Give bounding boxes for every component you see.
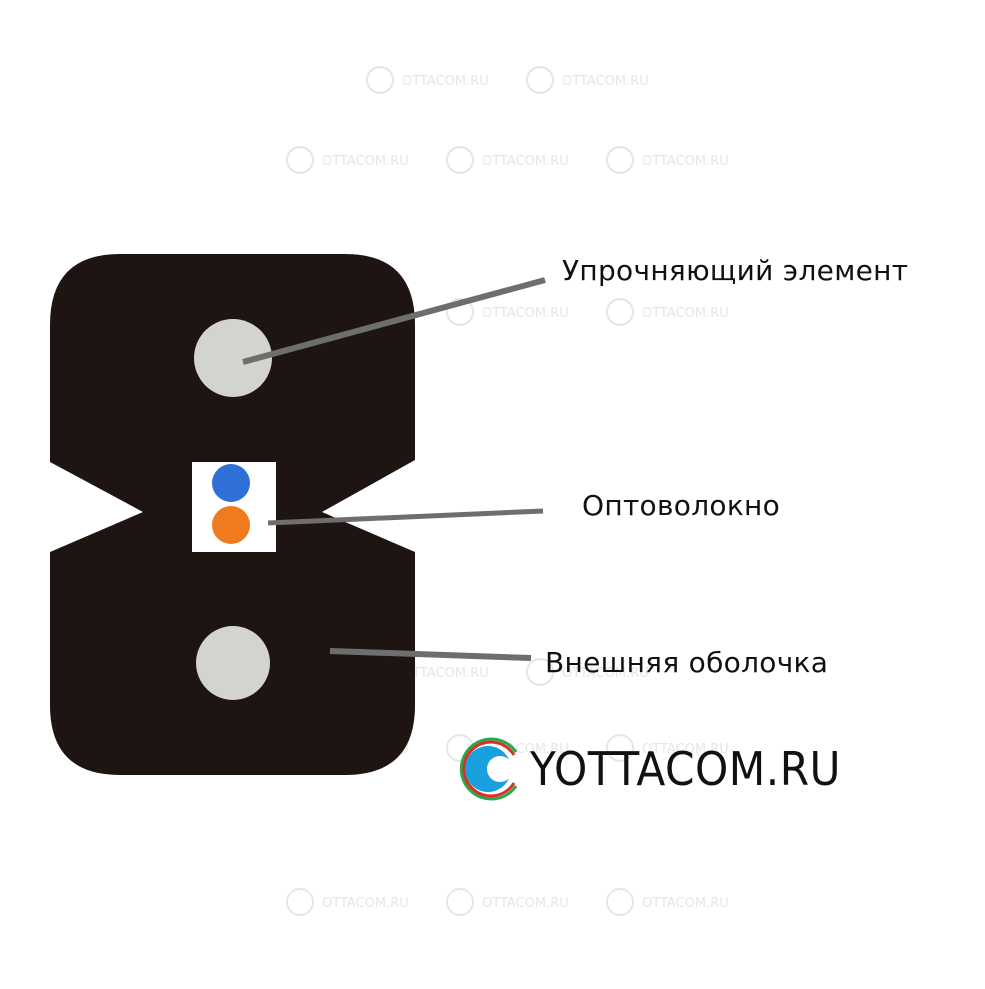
watermark-text: OTTACOM.RU: [562, 74, 649, 89]
watermark-mark: OTTACOM.RU: [286, 146, 409, 174]
watermark-layer: OTTACOM.RU OTTACOM.RU OTTACOM.RU OTTACOM.RU…: [286, 66, 729, 916]
watermark-logo-icon: [286, 146, 314, 174]
watermark-text: OTTACOM.RU: [642, 896, 729, 911]
watermark-logo-icon: [606, 298, 634, 326]
watermark-logo-icon: [286, 888, 314, 916]
watermark-logo-icon: [366, 66, 394, 94]
watermark-logo-icon: [446, 888, 474, 916]
label-outer-sheath: Внешняя оболочка: [545, 646, 829, 679]
leader-line-outer-sheath: [329, 648, 532, 661]
watermark-mark: OTTACOM.RU: [606, 298, 729, 326]
label-optical-fiber: Оптоволокно: [582, 489, 781, 522]
watermark-mark: OTTACOM.RU: [606, 146, 729, 174]
watermark-logo-icon: [446, 146, 474, 174]
watermark-text: OTTACOM.RU: [482, 896, 569, 911]
watermark-text: OTTACOM.RU: [482, 154, 569, 169]
logo-emblem-icon: [459, 737, 518, 801]
brand-logo: YOTTACOM.RU: [458, 736, 868, 802]
optical-fiber-blue: [212, 464, 250, 502]
watermark-text: OTTACOM.RU: [642, 306, 729, 321]
watermark-logo-icon: [606, 146, 634, 174]
optical-fiber-orange: [212, 506, 250, 544]
watermark-mark: OTTACOM.RU: [446, 298, 569, 326]
watermark-mark: OTTACOM.RU: [526, 658, 649, 686]
strength-member-top: [194, 319, 272, 397]
watermark-text: OTTACOM.RU: [322, 896, 409, 911]
watermark-mark: OTTACOM.RU: [526, 66, 649, 94]
watermark-text: OTTACOM.RU: [322, 154, 409, 169]
watermark-text: OTTACOM.RU: [402, 74, 489, 89]
watermark-text: OTTACOM.RU: [402, 666, 489, 681]
strength-member-bottom: [196, 626, 270, 700]
watermark-mark: OTTACOM.RU: [286, 888, 409, 916]
leader-line-optical-fiber: [267, 508, 544, 526]
watermark-text: OTTACOM.RU: [482, 306, 569, 321]
watermark-mark: OTTACOM.RU: [366, 66, 489, 94]
watermark-logo-icon: [446, 298, 474, 326]
watermark-text: OTTACOM.RU: [642, 154, 729, 169]
watermark-mark: OTTACOM.RU: [446, 888, 569, 916]
watermark-mark: OTTACOM.RU: [446, 146, 569, 174]
logo-text: YOTTACOM.RU: [530, 742, 842, 796]
label-strength-member: Упрочняющий элемент: [562, 254, 909, 287]
watermark-text: OTTACOM.RU: [562, 666, 649, 681]
watermark-mark: OTTACOM.RU: [606, 888, 729, 916]
watermark-logo-icon: [606, 734, 634, 762]
watermark-logo-icon: [606, 888, 634, 916]
watermark-logo-icon: [526, 66, 554, 94]
watermark-text: OTTACOM.RU: [642, 742, 729, 757]
watermark-logo-icon: [526, 658, 554, 686]
leader-line-strength-member: [242, 277, 546, 365]
watermark-mark: OTTACOM.RU: [606, 734, 729, 762]
